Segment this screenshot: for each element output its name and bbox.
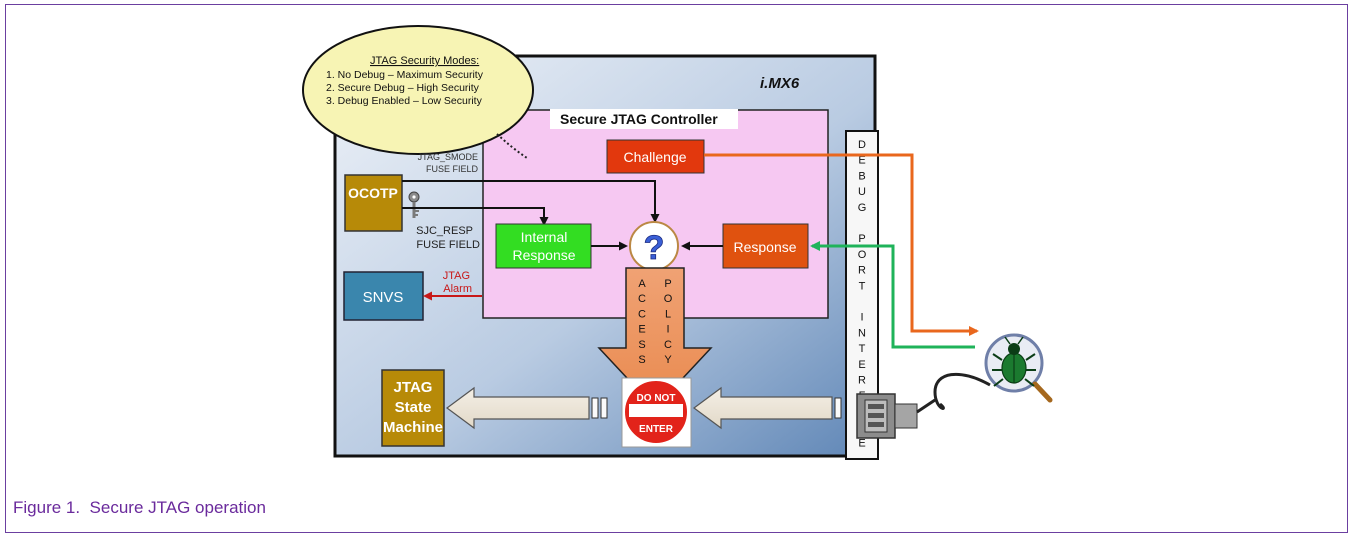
alarm-line1: JTAG [443, 270, 470, 282]
do-not-enter-line2: ENTER [639, 424, 674, 435]
mode-2: 2. Secure Debug – High Security [326, 82, 480, 94]
access-letter: S [638, 339, 645, 351]
policy-letter: Y [664, 354, 672, 366]
jsm-line2: State [395, 399, 432, 416]
internal-response-line2: Response [512, 247, 575, 263]
alarm-line2: Alarm [443, 283, 472, 295]
do-not-enter-bar [629, 404, 683, 417]
do-not-enter-line1: DO NOT [637, 393, 676, 404]
debug-port-letter: I [860, 312, 863, 324]
response-label: Response [733, 239, 796, 255]
resp-fuse-line1: SJC_RESP [416, 225, 473, 237]
access-letter: C [638, 293, 646, 305]
debug-port-letter: G [858, 202, 867, 214]
debug-port-letter: E [858, 359, 865, 371]
debugger-bug-icon [986, 335, 1050, 400]
smode-fuse-line1: JTAG_SMODE [418, 152, 478, 162]
debug-port-letter: N [858, 327, 866, 339]
debug-port-letter: P [858, 233, 865, 245]
modes-title: JTAG Security Modes: [370, 55, 479, 67]
debug-port-letter: U [858, 186, 866, 198]
chip-label: i.MX6 [760, 75, 800, 92]
debug-port-letter: B [858, 170, 865, 182]
smode-fuse-line2: FUSE FIELD [426, 164, 479, 174]
caption-figure-number: Figure 1. [13, 498, 80, 517]
ocotp-label: OCOTP [348, 185, 398, 201]
access-letter: A [638, 278, 646, 290]
jsm-line3: Machine [383, 419, 443, 436]
policy-letter: O [664, 293, 673, 305]
mode-3: 3. Debug Enabled – Low Security [326, 95, 483, 107]
sjc-title: Secure JTAG Controller [560, 111, 718, 127]
access-letter: S [638, 354, 645, 366]
access-letter: C [638, 308, 646, 320]
jsm-line1: JTAG [394, 379, 433, 396]
debug-port-letter: O [858, 249, 867, 261]
policy-letter: I [666, 324, 669, 336]
access-letter: E [638, 324, 645, 336]
debug-port-letter: R [858, 375, 866, 387]
internal-response-line1: Internal [521, 229, 568, 245]
ocotp-block [345, 175, 402, 231]
policy-letter: P [664, 278, 671, 290]
mode-1: 1. No Debug – Maximum Security [326, 69, 484, 81]
figure-caption: Figure 1. Secure JTAG operation [13, 498, 266, 518]
caption-title: Secure JTAG operation [90, 498, 266, 517]
debug-port-letter: T [859, 343, 866, 355]
resp-fuse-line2: FUSE FIELD [416, 239, 480, 251]
question-mark: ? [644, 229, 665, 267]
debug-port-letter: E [858, 437, 865, 449]
policy-letter: L [665, 308, 671, 320]
debug-port-letter: D [858, 139, 866, 151]
challenge-label: Challenge [623, 149, 686, 165]
policy-letter: C [664, 339, 672, 351]
debug-port-letter: T [859, 280, 866, 292]
snvs-label: SNVS [363, 289, 404, 306]
debug-port-letter: R [858, 265, 866, 277]
caption-gap [80, 498, 89, 517]
